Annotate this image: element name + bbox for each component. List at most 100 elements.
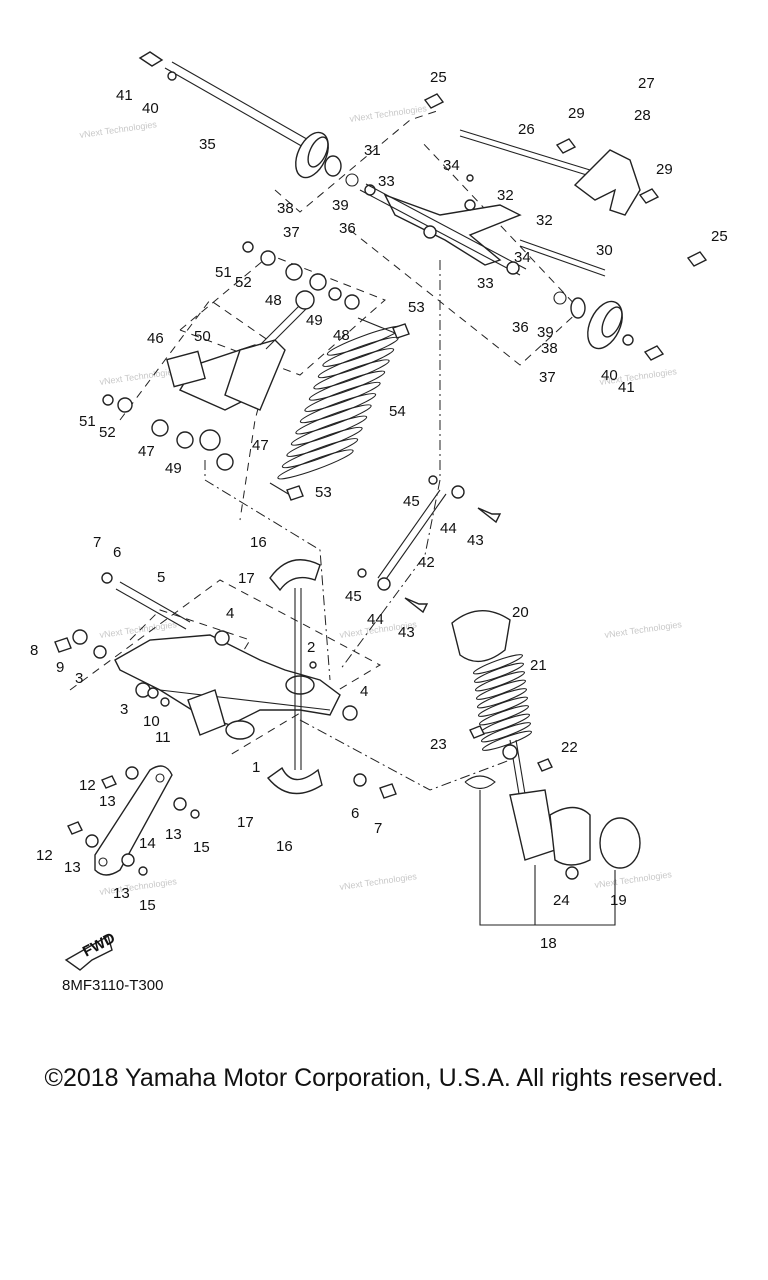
callout-20: 20 — [512, 604, 529, 621]
callout-4: 4 — [226, 605, 234, 622]
callout-44: 44 — [440, 520, 457, 537]
callout-15: 15 — [139, 897, 156, 914]
spring-coil — [473, 662, 525, 683]
leader-line-link — [339, 260, 441, 671]
watermark-text: vNext Technologies — [99, 619, 178, 640]
copyright-notice: ©2018 Yamaha Motor Corporation, U.S.A. A… — [44, 1064, 724, 1092]
callout-38: 38 — [277, 200, 294, 217]
spring-coil — [480, 722, 532, 743]
part-spring-54 — [277, 325, 404, 480]
spring-coil — [475, 679, 527, 700]
spring-coil — [317, 348, 395, 379]
callout-39: 39 — [332, 197, 349, 214]
callout-12: 12 — [79, 777, 96, 794]
spring-coil — [472, 654, 524, 675]
callout-29: 29 — [568, 105, 585, 122]
callout-23: 23 — [430, 736, 447, 753]
callout-36: 36 — [512, 319, 529, 336]
part-front-shock-18 — [451, 610, 641, 926]
callout-4: 4 — [360, 683, 368, 700]
callout-21: 21 — [530, 657, 547, 674]
spring-coil — [313, 359, 390, 390]
callout-27: 27 — [638, 75, 655, 92]
part-strap-14 — [67, 765, 200, 876]
callout-34: 34 — [443, 157, 460, 174]
watermark-text: vNext Technologies — [604, 619, 683, 640]
callout-34: 34 — [514, 249, 531, 266]
spring-coil — [474, 671, 526, 692]
part-bracket-27 — [573, 149, 641, 216]
watermark-text: vNext Technologies — [594, 869, 673, 890]
spring-coil — [308, 370, 386, 401]
callout-15: 15 — [193, 839, 210, 856]
callout-9: 9 — [56, 659, 64, 676]
callout-6: 6 — [113, 544, 121, 561]
part-shaft-30 — [519, 239, 606, 277]
callout-47: 47 — [252, 437, 269, 454]
callout-7: 7 — [93, 534, 101, 551]
part-link-rod-42 — [357, 475, 502, 614]
callout-52: 52 — [235, 274, 252, 291]
part-shock-absorber-46 — [166, 290, 315, 451]
callout-50: 50 — [194, 328, 211, 345]
callout-1: 1 — [252, 759, 260, 776]
spring-coil — [286, 426, 363, 457]
callout-13: 13 — [165, 826, 182, 843]
part-idler-wheel-lower — [553, 291, 634, 350]
group-outline-rear-arm — [349, 139, 581, 366]
callout-12: 12 — [36, 847, 53, 864]
callout-18: 18 — [540, 935, 557, 952]
callout-53: 53 — [315, 484, 332, 501]
callout-53: 53 — [408, 299, 425, 316]
group-outline-brace — [129, 609, 251, 666]
callout-22: 22 — [561, 739, 578, 756]
bolts-53 — [269, 317, 410, 501]
callout-41: 41 — [618, 379, 635, 396]
callout-47: 47 — [138, 443, 155, 460]
callout-35: 35 — [199, 136, 216, 153]
callout-38: 38 — [541, 340, 558, 357]
callout-13: 13 — [99, 793, 116, 810]
callout-37: 37 — [283, 224, 300, 241]
callout-3: 3 — [75, 670, 83, 687]
callout-32: 32 — [497, 187, 514, 204]
callout-16: 16 — [276, 838, 293, 855]
spring-coil — [481, 730, 533, 751]
callout-45: 45 — [345, 588, 362, 605]
callout-30: 30 — [596, 242, 613, 259]
callout-48: 48 — [265, 292, 282, 309]
callout-11: 11 — [155, 729, 171, 746]
callout-29: 29 — [656, 161, 673, 178]
spring-coil — [304, 381, 381, 412]
watermark-text: vNext Technologies — [349, 103, 428, 124]
callout-8: 8 — [30, 642, 38, 659]
callout-2: 2 — [307, 639, 315, 656]
callout-43: 43 — [398, 624, 415, 641]
callout-5: 5 — [157, 569, 165, 586]
callout-42: 42 — [418, 554, 435, 571]
group-outline-rear-axle — [274, 109, 441, 213]
callout-46: 46 — [147, 330, 164, 347]
callout-31: 31 — [364, 142, 381, 159]
callout-33: 33 — [378, 173, 395, 190]
part-axle-35 — [138, 51, 313, 149]
diagram-code: 8MF3110-T300 — [62, 977, 164, 994]
callout-36: 36 — [339, 220, 356, 237]
callout-54: 54 — [389, 403, 406, 420]
callout-52: 52 — [99, 424, 116, 441]
callout-6: 6 — [351, 805, 359, 822]
callout-17: 17 — [238, 570, 255, 587]
callout-49: 49 — [165, 460, 182, 477]
callout-48: 48 — [333, 327, 350, 344]
spring-coil — [299, 393, 377, 424]
callout-51: 51 — [215, 264, 232, 281]
callout-19: 19 — [610, 892, 627, 909]
callout-37: 37 — [539, 369, 556, 386]
callout-33: 33 — [477, 275, 494, 292]
part-shaft-5 — [115, 581, 191, 630]
callout-45: 45 — [403, 493, 420, 510]
callout-25: 25 — [430, 69, 447, 86]
part-swing-arm-1 — [114, 634, 341, 740]
